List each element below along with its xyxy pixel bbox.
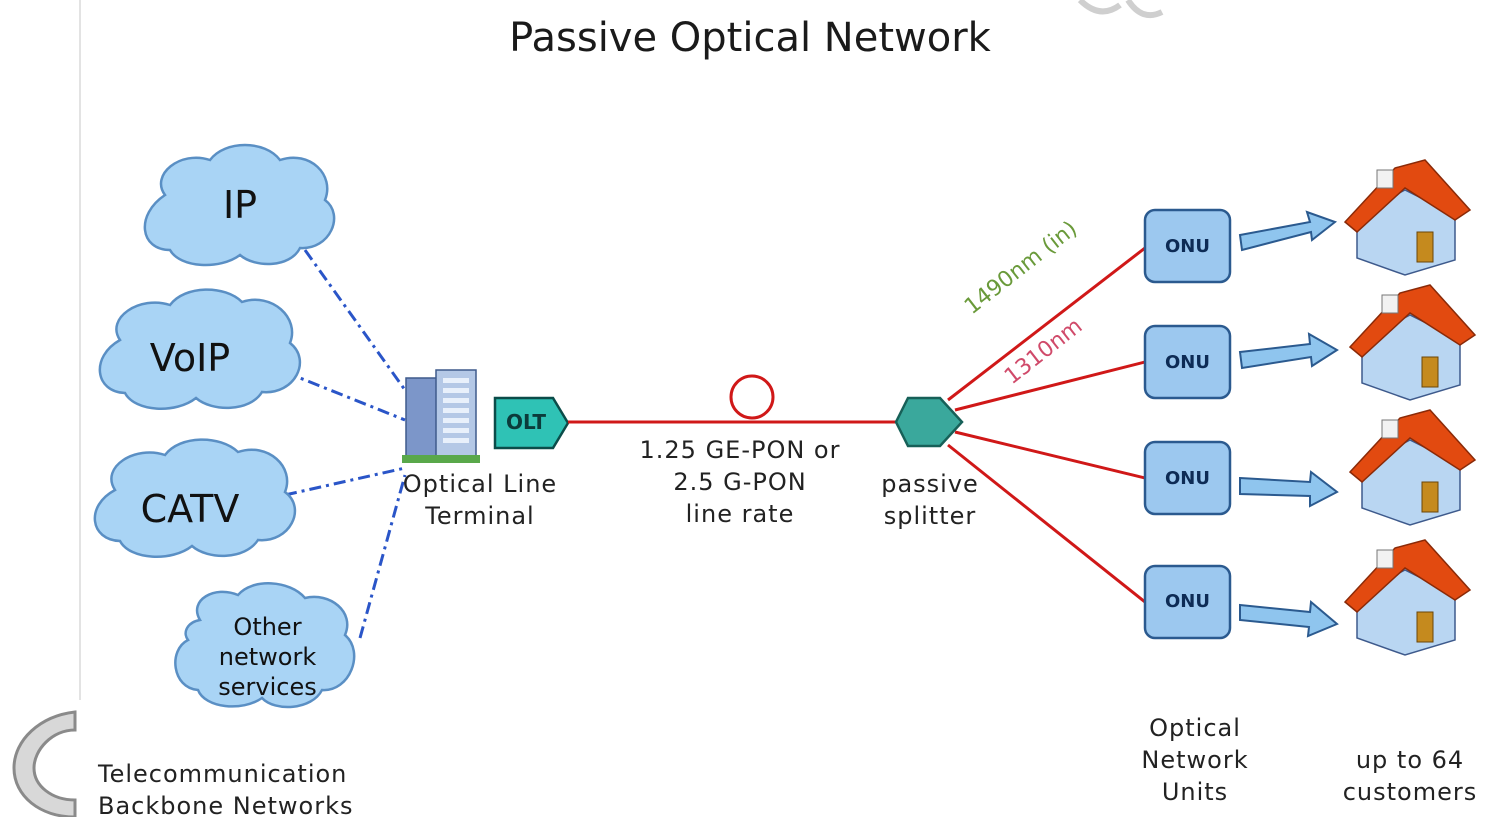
backbone-links [284,249,407,639]
cloud-label-voip: VoIP [149,336,231,380]
house-icon [1343,159,1472,276]
drop-fiber-3 [954,430,1146,480]
onu-caption-line2: Network [1141,746,1249,774]
house-icon [1343,539,1472,656]
houses [1343,159,1477,656]
clouds [93,143,356,709]
olt-label-line2: Terminal [425,502,535,530]
cloud-label-catv: CATV [140,487,240,531]
olt-label-line1: Optical Line [402,470,558,498]
fiber-spool [729,374,775,420]
rate-line2: 2.5 G-PON [673,468,807,496]
backbone-caption-line2: Backbone Networks [98,792,354,820]
corner-swoosh [1077,0,1122,15]
arrow-icon-4 [1239,600,1339,638]
splitter-label-line1: passive [881,470,979,498]
arrow-icon-3 [1239,470,1339,508]
cloud-label-ip: IP [222,183,258,227]
cloud-label-other: Other network services [218,613,317,701]
house-icon [1348,284,1477,401]
onu-label-4: ONU [1165,591,1210,612]
onu-box-2 [1143,324,1232,400]
customers-caption-line2: customers [1342,778,1478,806]
drop-fiber-1 [947,246,1146,402]
splitter-label-line2: splitter [883,502,977,530]
backbone-caption-line1: Telecommunication [98,760,348,788]
delivery-arrows [1238,210,1339,638]
link-other [358,474,407,639]
onu-boxes [1143,208,1232,640]
page-title: Passive Optical Network [509,15,991,61]
drop-fibers [947,246,1146,604]
link-catv [284,466,406,497]
link-ip [303,249,407,391]
drop-fiber-2 [954,360,1146,412]
cloud-ip [143,143,336,267]
drop-fiber-4 [947,443,1146,604]
onu-label-3: ONU [1165,468,1210,489]
onu-label-1: ONU [1165,236,1210,257]
onu-box-3 [1143,440,1232,516]
cloud-other [174,582,356,709]
olt-device [493,396,570,450]
splitter-icon [894,396,964,448]
house-icon [1348,409,1477,526]
cloud-voip [98,288,302,410]
arrow-icon-1 [1238,210,1338,252]
rate-line1: 1.25 GE-PON or [639,436,841,464]
olt-badge: OLT [505,410,547,434]
customers-caption-line1: up to 64 [1355,746,1465,774]
c-logo-icon [12,710,77,817]
onu-label-2: ONU [1165,352,1210,373]
arrow-icon-2 [1238,332,1339,370]
cloud-catv [93,438,297,558]
building-icon [402,369,480,463]
onu-caption-line3: Units [1161,778,1229,806]
rate-line3: line rate [685,500,795,528]
corner-swoosh-2 [1125,0,1164,18]
onu-caption-line1: Optical [1149,714,1241,742]
link-voip [284,370,406,422]
onu-box-1 [1143,208,1232,284]
onu-box-4 [1143,564,1232,640]
